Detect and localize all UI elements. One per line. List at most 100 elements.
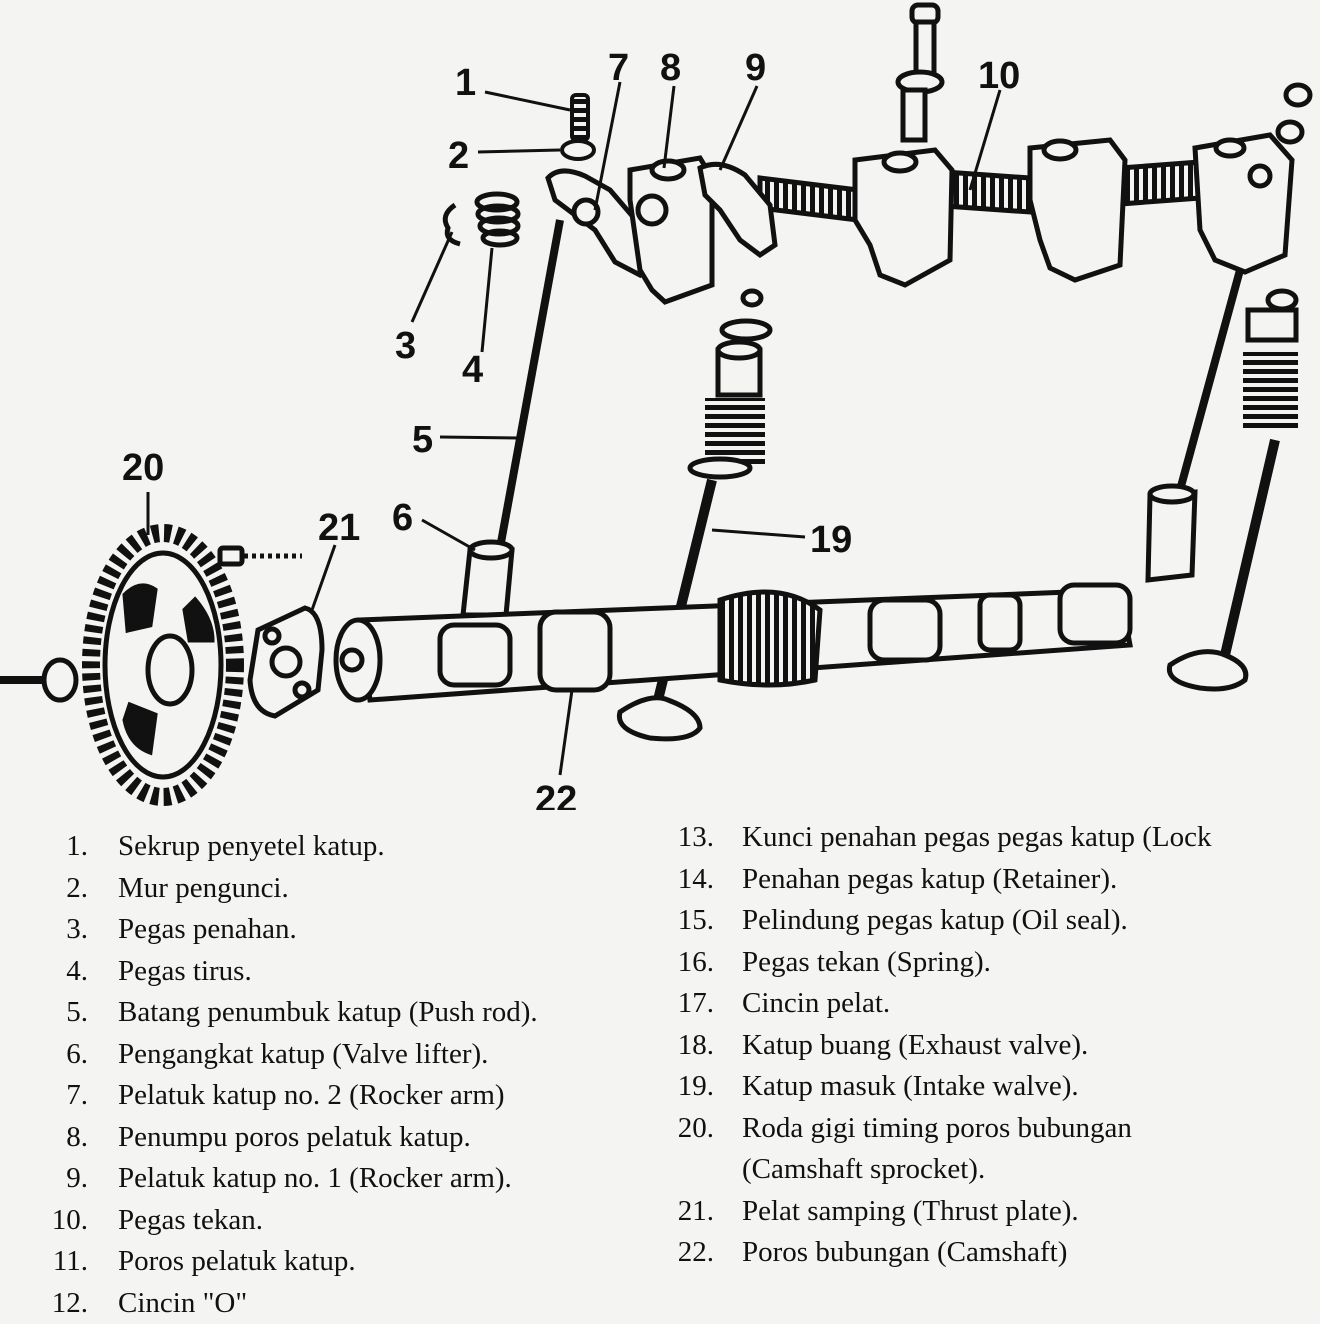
callout-22: 22 bbox=[535, 779, 577, 810]
legend-number: 8. bbox=[28, 1117, 88, 1159]
legend-number: 9. bbox=[28, 1158, 88, 1200]
legend-item: 17. Cincin pelat. bbox=[662, 983, 1211, 1025]
legend-text: Roda gigi timing poros bubungan bbox=[742, 1112, 1132, 1144]
legend-text: Poros bubungan (Camshaft) bbox=[742, 1236, 1067, 1268]
legend-number: 5. bbox=[28, 992, 88, 1034]
rocker-support-end bbox=[1195, 135, 1292, 272]
legend-number: 20. bbox=[662, 1108, 714, 1150]
legend-item: 22. Poros bubungan (Camshaft) bbox=[662, 1232, 1211, 1274]
legend-number: 18. bbox=[662, 1025, 714, 1067]
legend-text: Sekrup penyetel katup. bbox=[118, 830, 385, 862]
callout-10: 10 bbox=[978, 55, 1020, 97]
callout-7: 7 bbox=[608, 47, 629, 89]
legend-number: 22. bbox=[662, 1232, 714, 1274]
legend-item: 21. Pelat samping (Thrust plate). bbox=[662, 1191, 1211, 1233]
legend-text: Pegas tekan. bbox=[118, 1204, 263, 1236]
legend-item: 2. Mur pengunci. bbox=[28, 868, 538, 910]
valve-train-exploded-diagram: 1 2 3 4 5 6 7 8 9 10 19 20 21 22 bbox=[0, 0, 1320, 810]
legend-number: 19. bbox=[662, 1066, 714, 1108]
legend-text: Cincin pelat. bbox=[742, 987, 890, 1019]
legend-text: Pegas tirus. bbox=[118, 955, 252, 987]
legend-item: 5. Batang penumbuk katup (Push rod). bbox=[28, 992, 538, 1034]
valve-lifter bbox=[463, 542, 512, 615]
legend-number: 10. bbox=[28, 1200, 88, 1242]
legend-text: Poros pelatuk katup. bbox=[118, 1245, 356, 1277]
legend-item: 14. Penahan pegas katup (Retainer). bbox=[662, 859, 1211, 901]
push-rod bbox=[500, 220, 560, 548]
legend-number: 4. bbox=[28, 951, 88, 993]
legend-item: (Camshaft sprocket). bbox=[662, 1149, 1211, 1191]
legend-number: 3. bbox=[28, 909, 88, 951]
callout-21: 21 bbox=[318, 507, 360, 549]
rocker-shaft-assembly bbox=[548, 85, 1310, 302]
callout-5: 5 bbox=[412, 419, 433, 461]
rocker-support-right bbox=[1030, 140, 1125, 280]
bolt bbox=[898, 5, 942, 140]
legend-text: Penumpu poros pelatuk katup. bbox=[118, 1121, 471, 1153]
legend-text: Katup masuk (Intake walve). bbox=[742, 1070, 1079, 1102]
retaining-spring bbox=[445, 205, 460, 244]
callout-6: 6 bbox=[392, 497, 413, 539]
legend-number: 16. bbox=[662, 942, 714, 984]
legend-item: 19. Katup masuk (Intake walve). bbox=[662, 1066, 1211, 1108]
callout-20: 20 bbox=[122, 447, 164, 489]
legend-number: 17. bbox=[662, 983, 714, 1025]
legend-item: 15. Pelindung pegas katup (Oil seal). bbox=[662, 900, 1211, 942]
rocker-spring-2 bbox=[945, 172, 1030, 212]
o-ring bbox=[1286, 85, 1310, 105]
callout-19: 19 bbox=[810, 519, 852, 561]
legend-item: 1.Sekrup penyetel katup. bbox=[28, 826, 538, 868]
legend-text: Katup buang (Exhaust valve). bbox=[742, 1029, 1088, 1061]
callout-4: 4 bbox=[462, 349, 483, 391]
callout-9: 9 bbox=[745, 47, 766, 89]
legend-text: Penahan pegas katup (Retainer). bbox=[742, 863, 1117, 895]
legend-item: 18. Katup buang (Exhaust valve). bbox=[662, 1025, 1211, 1067]
callout-1: 1 bbox=[455, 62, 476, 104]
legend-right: 13. Kunci penahan pegas pegas katup (Lock… bbox=[662, 817, 1211, 1274]
legend-number: 11. bbox=[28, 1241, 88, 1283]
legend-text: Cincin "O" bbox=[118, 1287, 247, 1319]
push-rod-right bbox=[1148, 270, 1240, 580]
legend-text: Mur pengunci. bbox=[118, 872, 289, 904]
legend-item: 7. Pelatuk katup no. 2 (Rocker arm) bbox=[28, 1075, 538, 1117]
legend-item: 11. Poros pelatuk katup. bbox=[28, 1241, 538, 1283]
legend-number: 15. bbox=[662, 900, 714, 942]
legend-item: 8. Penumpu poros pelatuk katup. bbox=[28, 1117, 538, 1159]
legend-number: 12. bbox=[28, 1283, 88, 1324]
legend-item: 9. Pelatuk katup no. 1 (Rocker arm). bbox=[28, 1158, 538, 1200]
legend-text: (Camshaft sprocket). bbox=[742, 1153, 985, 1185]
legend-text: Pegas tekan (Spring). bbox=[742, 946, 991, 978]
legend-text: Pelat samping (Thrust plate). bbox=[742, 1195, 1079, 1227]
legend-item: 10. Pegas tekan. bbox=[28, 1200, 538, 1242]
legend-left: 1.Sekrup penyetel katup. 2. Mur pengunci.… bbox=[28, 826, 538, 1324]
rocker-spring-3 bbox=[1120, 162, 1200, 204]
legend-number: 14. bbox=[662, 859, 714, 901]
legend-item: 3. Pegas penahan. bbox=[28, 909, 538, 951]
legend-text: Pelatuk katup no. 1 (Rocker arm). bbox=[118, 1162, 512, 1194]
legend-text: Kunci penahan pegas pegas katup (Lock bbox=[742, 821, 1211, 853]
o-ring bbox=[1278, 122, 1302, 142]
legend-text: Pengangkat katup (Valve lifter). bbox=[118, 1038, 488, 1070]
legend-item: 4. Pegas tirus. bbox=[28, 951, 538, 993]
legend-number: 21. bbox=[662, 1191, 714, 1233]
thrust-plate bbox=[250, 608, 322, 716]
legend-item: 20. Roda gigi timing poros bubungan bbox=[662, 1108, 1211, 1150]
legend-number: 2. bbox=[28, 868, 88, 910]
legend-text: Batang penumbuk katup (Push rod). bbox=[118, 996, 538, 1028]
callout-3: 3 bbox=[395, 325, 416, 367]
camshaft bbox=[336, 585, 1130, 700]
legend-text: Pelindung pegas katup (Oil seal). bbox=[742, 904, 1128, 936]
legend-number: 7. bbox=[28, 1075, 88, 1117]
legend-number: 13. bbox=[662, 817, 714, 859]
legend-item: 16. Pegas tekan (Spring). bbox=[662, 942, 1211, 984]
rocker-spring-1 bbox=[760, 178, 858, 220]
legend-text: Pelatuk katup no. 2 (Rocker arm) bbox=[118, 1079, 505, 1111]
legend-item: 6. Pengangkat katup (Valve lifter). bbox=[28, 1034, 538, 1076]
taper-spring bbox=[477, 194, 518, 245]
legend-text: Pegas penahan. bbox=[118, 913, 297, 945]
legend-item: 13. Kunci penahan pegas pegas katup (Lock bbox=[662, 817, 1211, 859]
callout-8: 8 bbox=[660, 47, 681, 89]
legend-item: 12. Cincin "O" bbox=[28, 1283, 538, 1324]
legend-number: 6. bbox=[28, 1034, 88, 1076]
adjusting-screw bbox=[562, 95, 594, 159]
